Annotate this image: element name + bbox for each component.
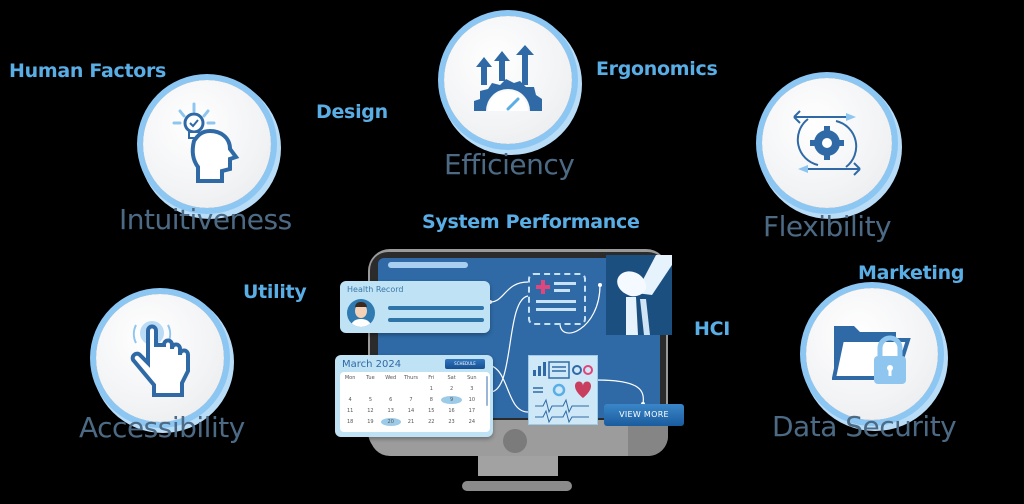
schedule-button[interactable]: SCHEDULE — [445, 359, 485, 369]
keyword-marketing: Marketing — [858, 262, 965, 284]
flexibility-circle — [762, 78, 892, 208]
date-cell[interactable]: 13 — [387, 408, 394, 414]
date-cell[interactable]: 10 — [468, 397, 476, 403]
date-cell[interactable]: 7 — [409, 397, 413, 403]
health-report-panel — [528, 355, 598, 425]
date-cell[interactable]: 23 — [448, 419, 455, 425]
view-more-button[interactable]: VIEW MORE — [604, 404, 684, 426]
date-cell[interactable]: 19 — [367, 419, 374, 425]
efficiency-circle — [444, 16, 572, 144]
day-header: Thurs — [403, 375, 419, 381]
date-cell[interactable]: 12 — [367, 408, 374, 414]
keyword-human-factors: Human Factors — [9, 60, 167, 82]
day-header: Tue — [366, 375, 375, 381]
monitor-chin-shade — [628, 420, 668, 456]
feature-label-efficiency: Efficiency — [444, 148, 575, 181]
patient-avatar — [347, 299, 375, 327]
calendar-grid: Mon Tue Wed Thurs Fri Sat Sun 1 2 3 4 5 … — [340, 374, 482, 426]
date-cell[interactable]: 15 — [428, 408, 435, 414]
keyword-hci: HCI — [694, 318, 731, 340]
monitor-stand-neck — [478, 456, 558, 476]
date-cell[interactable]: 17 — [468, 408, 476, 414]
calendar-scrollbar[interactable] — [486, 376, 488, 406]
date-cell[interactable]: 8 — [429, 397, 433, 403]
record-line-1 — [388, 306, 484, 310]
feature-label-intuitiveness: Intuitiveness — [119, 203, 292, 236]
keyword-system-performance: System Performance — [422, 211, 640, 233]
feature-label-data-security: Data Security — [772, 410, 957, 443]
day-header: Sat — [447, 375, 456, 381]
intuitiveness-circle — [143, 80, 271, 208]
gear-arrows-gauge-icon — [474, 45, 542, 111]
data-security-circle — [806, 288, 938, 420]
date-cell[interactable] — [401, 385, 421, 393]
knee-xray-image — [606, 255, 672, 335]
knee-bone-icon — [617, 255, 672, 335]
date-cell[interactable]: 4 — [348, 397, 352, 403]
prescription-document — [528, 273, 586, 325]
date-cell[interactable]: 22 — [428, 419, 435, 425]
health-record-title: Health Record — [347, 285, 404, 294]
date-cell[interactable]: 18 — [346, 419, 354, 425]
gear-cycle-arrows-icon — [793, 110, 861, 176]
date-cell-selected[interactable]: 20 — [380, 418, 401, 426]
date-cell[interactable]: 21 — [407, 419, 415, 425]
folder-lock-icon — [832, 326, 911, 384]
date-cell[interactable]: 1 — [429, 386, 433, 392]
accessibility-circle — [96, 294, 224, 422]
day-header: Sun — [467, 375, 477, 381]
feature-label-flexibility: Flexibility — [763, 210, 892, 243]
medical-cross-icon — [536, 280, 576, 311]
date-cell[interactable]: 2 — [449, 386, 454, 392]
date-cell[interactable]: 6 — [389, 397, 393, 403]
date-cell-selected[interactable]: 9 — [441, 396, 462, 404]
monitor-stand-base — [462, 481, 572, 491]
keyword-design: Design — [316, 101, 388, 123]
date-cell[interactable] — [381, 385, 401, 393]
hand-tap-icon — [130, 321, 190, 397]
day-header: Wed — [385, 375, 397, 381]
feature-label-accessibility: Accessibility — [79, 411, 245, 444]
day-header: Mon — [344, 375, 356, 381]
date-cell[interactable]: 24 — [468, 419, 476, 425]
date-cell[interactable]: 16 — [448, 408, 455, 414]
date-cell[interactable]: 14 — [407, 408, 415, 414]
lightbulb-head-icon — [172, 102, 240, 183]
calendar-body — [340, 372, 490, 432]
keyword-utility: Utility — [243, 281, 307, 303]
date-cell[interactable] — [360, 385, 380, 393]
keyword-ergonomics: Ergonomics — [596, 58, 718, 80]
date-cell[interactable]: 3 — [470, 386, 474, 392]
report-charts-icon — [533, 361, 593, 424]
record-line-2 — [388, 318, 484, 322]
date-cell[interactable]: 5 — [368, 397, 373, 403]
screen-top-bar — [388, 262, 468, 268]
monitor-button — [503, 429, 527, 453]
day-header: Fri — [428, 375, 435, 381]
date-cell[interactable] — [340, 385, 360, 393]
date-cell[interactable]: 11 — [346, 408, 354, 414]
calendar-month-title: March 2024 — [342, 359, 402, 370]
